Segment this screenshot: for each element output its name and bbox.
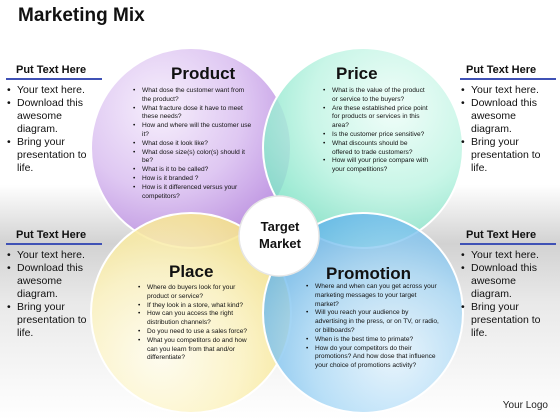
side-panel-item: Download this awesome diagram. — [460, 262, 556, 301]
product-list: What dose the customer want from the pro… — [133, 87, 253, 201]
side-panel-item: Download this awesome diagram. — [460, 97, 556, 136]
promotion-title: Promotion — [326, 264, 411, 283]
place-item: What you competitors do and how can you … — [138, 337, 253, 363]
side-panel-top-left: Put Text Here Your text here. Download t… — [6, 64, 102, 175]
product-item: What dose size(s) color(s) should it be? — [133, 149, 253, 167]
side-panel-item: Your text here. — [6, 84, 102, 97]
place-item: Do you need to use a sales force? — [138, 328, 253, 337]
promotion-item: Where and when can you get across your m… — [306, 283, 441, 309]
side-panel-heading: Put Text Here — [6, 64, 102, 80]
side-panel-bottom-right: Put Text Here Your text here. Download t… — [460, 229, 556, 340]
place-list: Where do buyers look for your product or… — [138, 284, 253, 363]
product-item: How is it branded ? — [133, 175, 253, 184]
target-market-line1: Target — [260, 219, 300, 234]
product-item: How is it differenced versus your compet… — [133, 184, 253, 202]
price-title: Price — [336, 64, 378, 83]
target-market-circle — [238, 195, 320, 277]
product-title: Product — [171, 64, 236, 83]
product-item: What is it to be called? — [133, 166, 253, 175]
side-panel-bottom-left: Put Text Here Your text here. Download t… — [6, 229, 102, 340]
promotion-item: When is the best time to primate? — [306, 336, 441, 345]
side-panel-item: Download this awesome diagram. — [6, 262, 102, 301]
product-item: What dose the customer want from the pro… — [133, 87, 253, 105]
target-market-label: Target Market — [232, 197, 328, 273]
side-panel-item: Your text here. — [6, 249, 102, 262]
product-item: What fracture dose it have to meet these… — [133, 105, 253, 123]
side-panel-item: Bring your presentation to life. — [6, 301, 102, 340]
side-panel-item: Bring your presentation to life. — [6, 136, 102, 175]
price-item: Is the customer price sensitive? — [323, 131, 429, 140]
price-list: What is the value of the product or serv… — [323, 87, 429, 175]
side-panel-heading: Put Text Here — [460, 64, 556, 80]
target-market-line2: Market — [259, 236, 301, 251]
price-item: What is the value of the product or serv… — [323, 87, 429, 105]
side-panel-item: Your text here. — [460, 84, 556, 97]
promotion-item: Will you reach your audience by advertis… — [306, 309, 441, 335]
product-item: What dose it look like? — [133, 140, 253, 149]
page-title: Marketing Mix — [18, 5, 145, 26]
price-item: Are these established price point for pr… — [323, 105, 429, 131]
place-item: If they look in a store, what kind? — [138, 302, 253, 311]
side-panel-item: Bring your presentation to life. — [460, 301, 556, 340]
side-panel-top-right: Put Text Here Your text here. Download t… — [460, 64, 556, 175]
place-item: Where do buyers look for your product or… — [138, 284, 253, 302]
logo-placeholder: Your Logo — [502, 400, 548, 411]
promotion-item: How do your competitors do their promoti… — [306, 345, 441, 371]
side-panel-item: Download this awesome diagram. — [6, 97, 102, 136]
price-item: What discounts should be offered to trad… — [323, 140, 429, 158]
product-item: How and where will the customer use it? — [133, 122, 253, 140]
price-item: How will your price compare with your co… — [323, 157, 429, 175]
place-title: Place — [169, 262, 214, 281]
side-panel-item: Your text here. — [460, 249, 556, 262]
side-panel-item: Bring your presentation to life. — [460, 136, 556, 175]
place-item: How can you access the right distributio… — [138, 310, 253, 328]
promotion-list: Where and when can you get across your m… — [306, 283, 441, 371]
side-panel-heading: Put Text Here — [6, 229, 102, 245]
side-panel-heading: Put Text Here — [460, 229, 556, 245]
